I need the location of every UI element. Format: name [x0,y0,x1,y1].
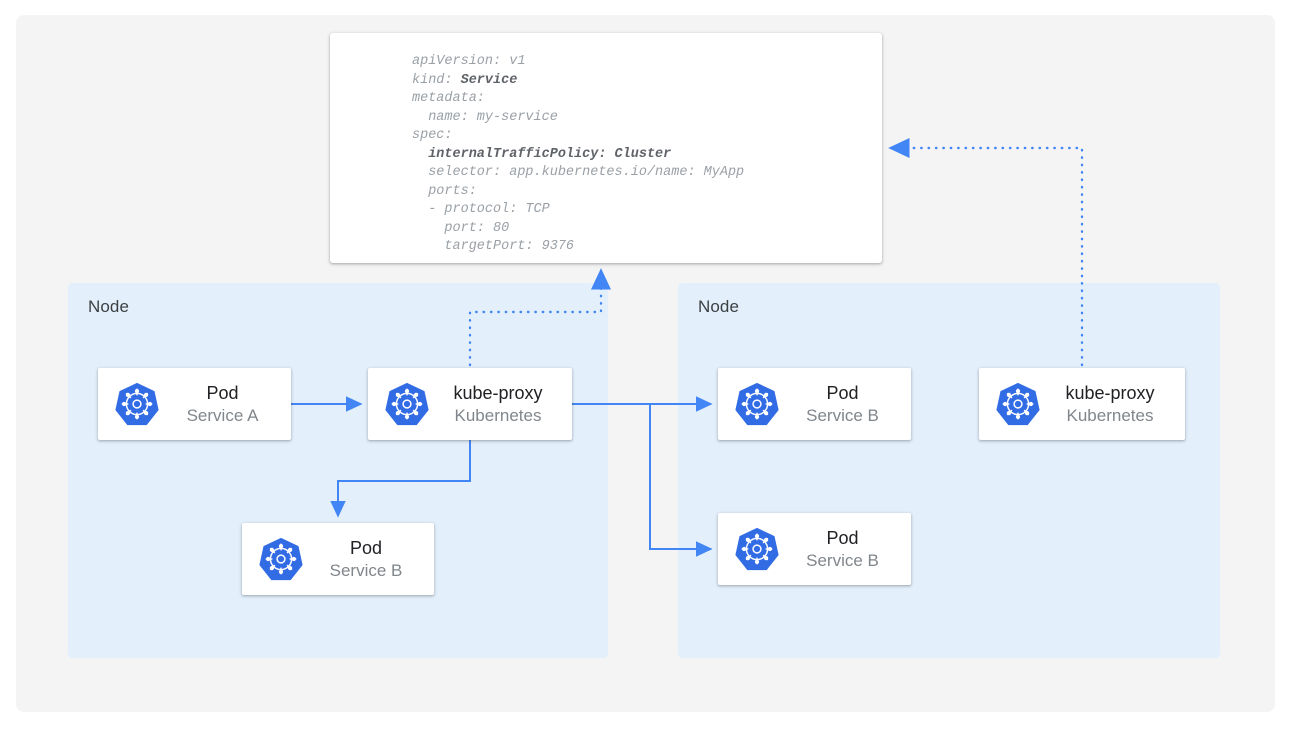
card-subtitle: Kubernetes [454,405,542,425]
kubernetes-icon [996,382,1040,426]
card-title: Pod [349,538,383,559]
card-text: Pod Service B [304,537,434,581]
card-title: Pod [826,383,859,404]
node-label-left: Node [88,297,130,316]
service-manifest-code: apiVersion: v1 kind: Service metadata: n… [412,54,745,254]
kubernetes-icon [735,382,779,426]
service-manifest-panel: apiVersion: v1 kind: Service metadata: n… [330,33,882,263]
card-subtitle: Service B [806,405,879,425]
card-kube-proxy-left[interactable]: kube-proxy Kubernetes [368,368,572,440]
card-pod-service-b-local[interactable]: Pod Service B [242,523,434,595]
card-pod-service-b-top[interactable]: Pod Service B [718,368,911,440]
card-text: Pod Service B [780,527,911,571]
node-group-right: Node [678,283,1220,658]
card-pod-service-a[interactable]: Pod Service A [98,368,291,440]
node-group-left: Node [68,283,608,658]
kubernetes-icon [735,527,779,571]
card-subtitle: Kubernetes [1066,405,1154,425]
card-subtitle: Service A [186,405,259,425]
card-title: Pod [206,383,239,404]
card-pod-service-b-bottom[interactable]: Pod Service B [718,513,911,585]
kubernetes-icon [259,537,303,581]
card-text: kube-proxy Kubernetes [430,382,572,426]
card-text: Pod Service B [780,382,911,426]
card-subtitle: Service B [806,550,879,570]
kubernetes-icon [115,382,159,426]
card-kube-proxy-right[interactable]: kube-proxy Kubernetes [979,368,1185,440]
card-title: kube-proxy [453,383,543,404]
card-text: kube-proxy Kubernetes [1041,382,1185,426]
card-title: Pod [826,528,859,549]
card-title: kube-proxy [1065,383,1155,404]
card-text: Pod Service A [160,382,291,426]
kubernetes-icon [385,382,429,426]
card-subtitle: Service B [329,560,403,580]
node-label-right: Node [698,297,740,316]
